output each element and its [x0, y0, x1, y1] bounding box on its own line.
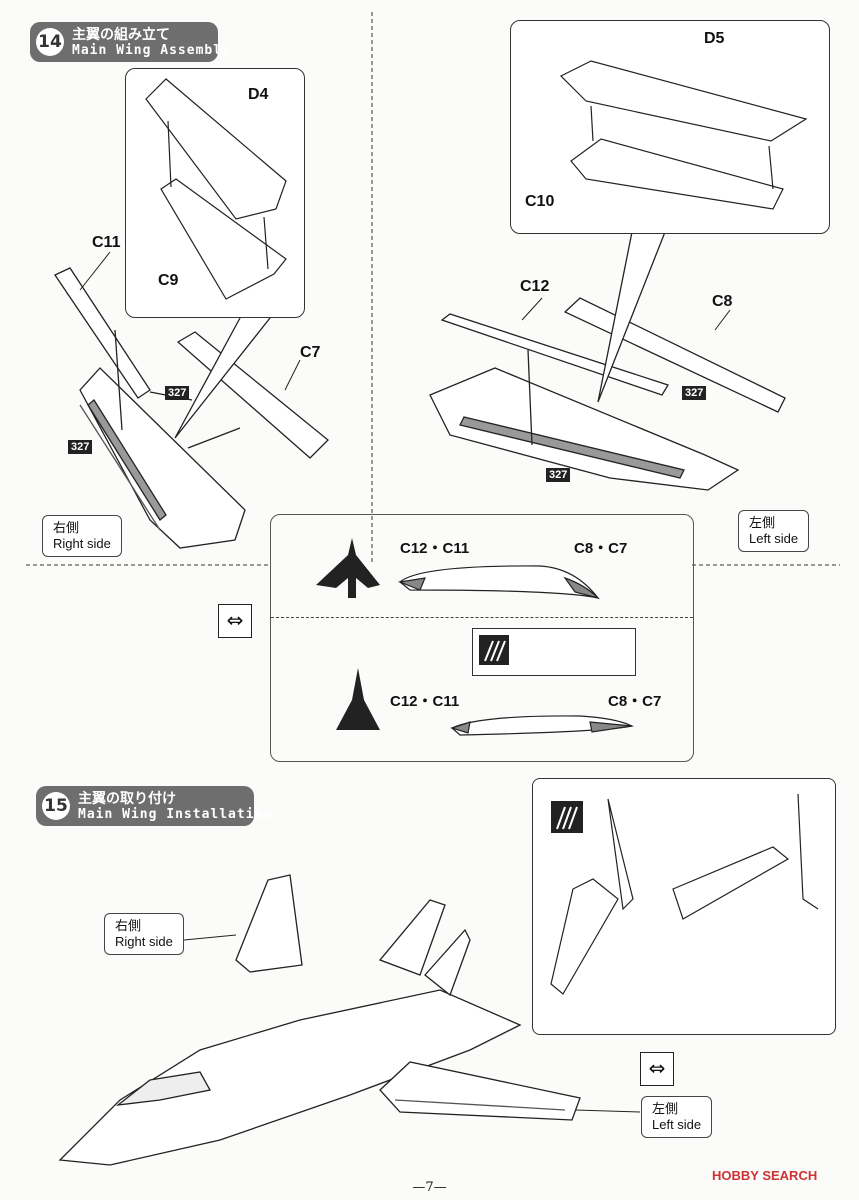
part-label-c8: C8 — [712, 293, 733, 310]
left-side-en: Left side — [652, 1117, 702, 1132]
step-title-en: Main Wing Assembly — [72, 43, 231, 58]
wing-position-panel — [270, 514, 694, 762]
left-side-en: Left side — [749, 531, 799, 546]
step-number: 15 — [42, 792, 70, 820]
step-title-en: Main Wing Installation — [78, 807, 273, 822]
right-side-jp: 右側 — [53, 520, 80, 535]
paint-code-badge: 327 — [165, 386, 190, 400]
paint-swatch-icon — [479, 635, 509, 665]
part-label-c10: C10 — [525, 193, 555, 210]
part-label-c9: C9 — [158, 272, 179, 289]
paint-swatch-icon — [551, 801, 583, 833]
detail-callout-right-wing — [125, 68, 305, 318]
watermark-logo: HOBBY SEARCH — [712, 1168, 818, 1183]
paint-code-badge: 327 — [682, 386, 707, 400]
wing-position-detail — [532, 778, 836, 1035]
panel-divider — [271, 617, 693, 618]
part-label-d4: D4 — [248, 86, 269, 103]
right-side-label: 右側 Right side — [42, 515, 122, 557]
right-side-jp: 右側 — [115, 918, 142, 933]
left-side-label: 左側 Left side — [738, 510, 810, 552]
left-side-label: 左側 Left side — [641, 1096, 713, 1138]
step-number: 14 — [36, 28, 64, 56]
paint-code-badge: 327 — [546, 468, 571, 482]
callout-pointer-right — [174, 317, 271, 439]
aircraft-drawing — [58, 874, 581, 1166]
detail-callout-left-wing — [510, 20, 830, 234]
step-title-jp: 主翼の組み立て — [72, 27, 170, 43]
step-14-header: 14 主翼の組み立て Main Wing Assembly — [30, 22, 230, 62]
part-label-c7: C7 — [300, 344, 321, 361]
right-side-en: Right side — [115, 934, 173, 949]
step-title-jp: 主翼の取り付け — [78, 791, 176, 807]
part-label-c11: C11 — [92, 234, 121, 251]
left-wing-assembly-drawing — [429, 297, 786, 491]
flap-detail-drawing-left — [559, 60, 808, 210]
paint-detail-box — [472, 628, 636, 676]
part-label-pair: C8・C7 — [574, 540, 628, 557]
part-label-c12: C12 — [520, 278, 550, 295]
airfoil-sections — [397, 565, 634, 736]
paint-code-badge: 327 — [68, 440, 93, 454]
part-label-pair: C12・C11 — [400, 540, 470, 557]
right-side-en: Right side — [53, 536, 111, 551]
part-label-d5: D5 — [704, 30, 725, 47]
callout-pointer-left — [597, 231, 666, 403]
left-side-jp: 左側 — [749, 515, 776, 530]
flap-detail-drawing — [145, 78, 287, 300]
part-label-pair: C8・C7 — [608, 693, 662, 710]
section-dividers — [26, 12, 840, 1033]
rotate-arrows-icon: ⇔ — [640, 1052, 674, 1086]
wing-pivot-drawing — [550, 793, 819, 995]
left-side-jp: 左側 — [652, 1101, 679, 1116]
rotate-arrows-icon: ⇔ — [218, 604, 252, 638]
part-label-pair: C12・C11 — [390, 693, 460, 710]
step-15-header: 15 主翼の取り付け Main Wing Installation — [36, 786, 271, 826]
right-side-label: 右側 Right side — [104, 913, 184, 955]
page-number: —7— — [412, 1180, 447, 1195]
